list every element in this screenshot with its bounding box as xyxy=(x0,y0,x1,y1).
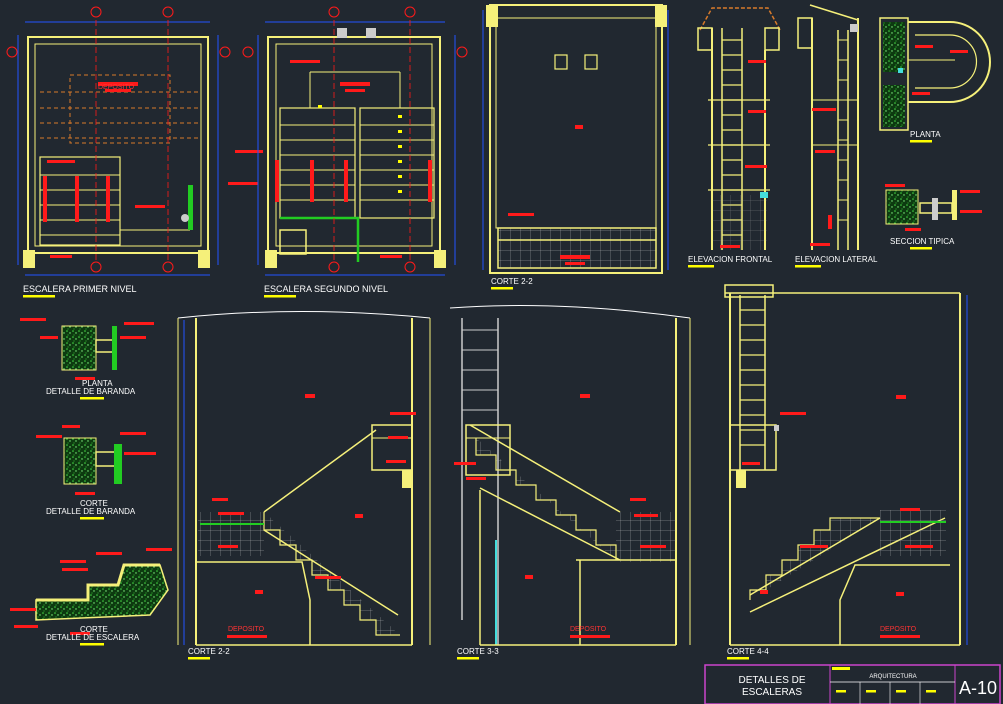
det-escalera-title1: CORTE xyxy=(80,625,108,634)
det-baranda-corte-title1: CORTE xyxy=(80,499,108,508)
sheet-number: A-10 xyxy=(959,678,997,698)
view-title-corte22-bottom: CORTE 2-2 xyxy=(188,647,230,656)
deposito-label-c22: DEPOSITO xyxy=(228,626,265,633)
planta-small xyxy=(879,17,991,131)
plan-primer-nivel: DEPOSITO xyxy=(6,6,231,276)
det-baranda-planta-title1: PLANTA xyxy=(82,379,113,388)
view-title-elev-lateral: ELEVACION LATERAL xyxy=(795,255,878,264)
corte-22-top xyxy=(482,4,669,274)
seccion-tipica xyxy=(885,184,982,231)
title-block-title1: DETALLES DE xyxy=(738,675,805,686)
view-title-corte33: CORTE 3-3 xyxy=(457,647,499,656)
corte-22-bottom: DEPOSITO xyxy=(177,311,431,646)
detalle-baranda-planta xyxy=(20,318,154,380)
elevacion-frontal xyxy=(697,7,781,250)
view-title-plan2: ESCALERA SEGUNDO NIVEL xyxy=(264,284,388,294)
detalle-baranda-corte xyxy=(36,425,156,495)
view-title-plan1: ESCALERA PRIMER NIVEL xyxy=(23,284,137,294)
det-baranda-corte-title2: DETALLE DE BARANDA xyxy=(46,507,136,516)
view-title-seccion: SECCION TIPICA xyxy=(890,237,955,246)
view-title-planta-small: PLANTA xyxy=(910,130,941,139)
view-title-corte44: CORTE 4-4 xyxy=(727,647,769,656)
corte-44: DEPOSITO xyxy=(724,284,968,646)
det-baranda-planta-title2: DETALLE DE BARANDA xyxy=(46,387,136,396)
elevacion-lateral xyxy=(797,4,859,250)
det-escalera-title2: DETALLE DE ESCALERA xyxy=(46,633,140,642)
deposito-label-plan1: DEPOSITO xyxy=(98,84,135,91)
view-title-elev-frontal: ELEVACION FRONTAL xyxy=(688,255,773,264)
deposito-label-c44: DEPOSITO xyxy=(880,626,917,633)
title-block-discipline: ARQUITECTURA xyxy=(869,674,916,680)
detalle-escalera xyxy=(10,548,172,635)
corte-33: DEPOSITO xyxy=(402,305,691,646)
plan-segundo-nivel xyxy=(228,6,468,276)
title-block-title2: ESCALERAS xyxy=(742,687,802,698)
deposito-label-c33: DEPOSITO xyxy=(570,626,607,633)
view-title-corte22-top: CORTE 2-2 xyxy=(491,277,533,286)
title-block xyxy=(704,664,1001,704)
